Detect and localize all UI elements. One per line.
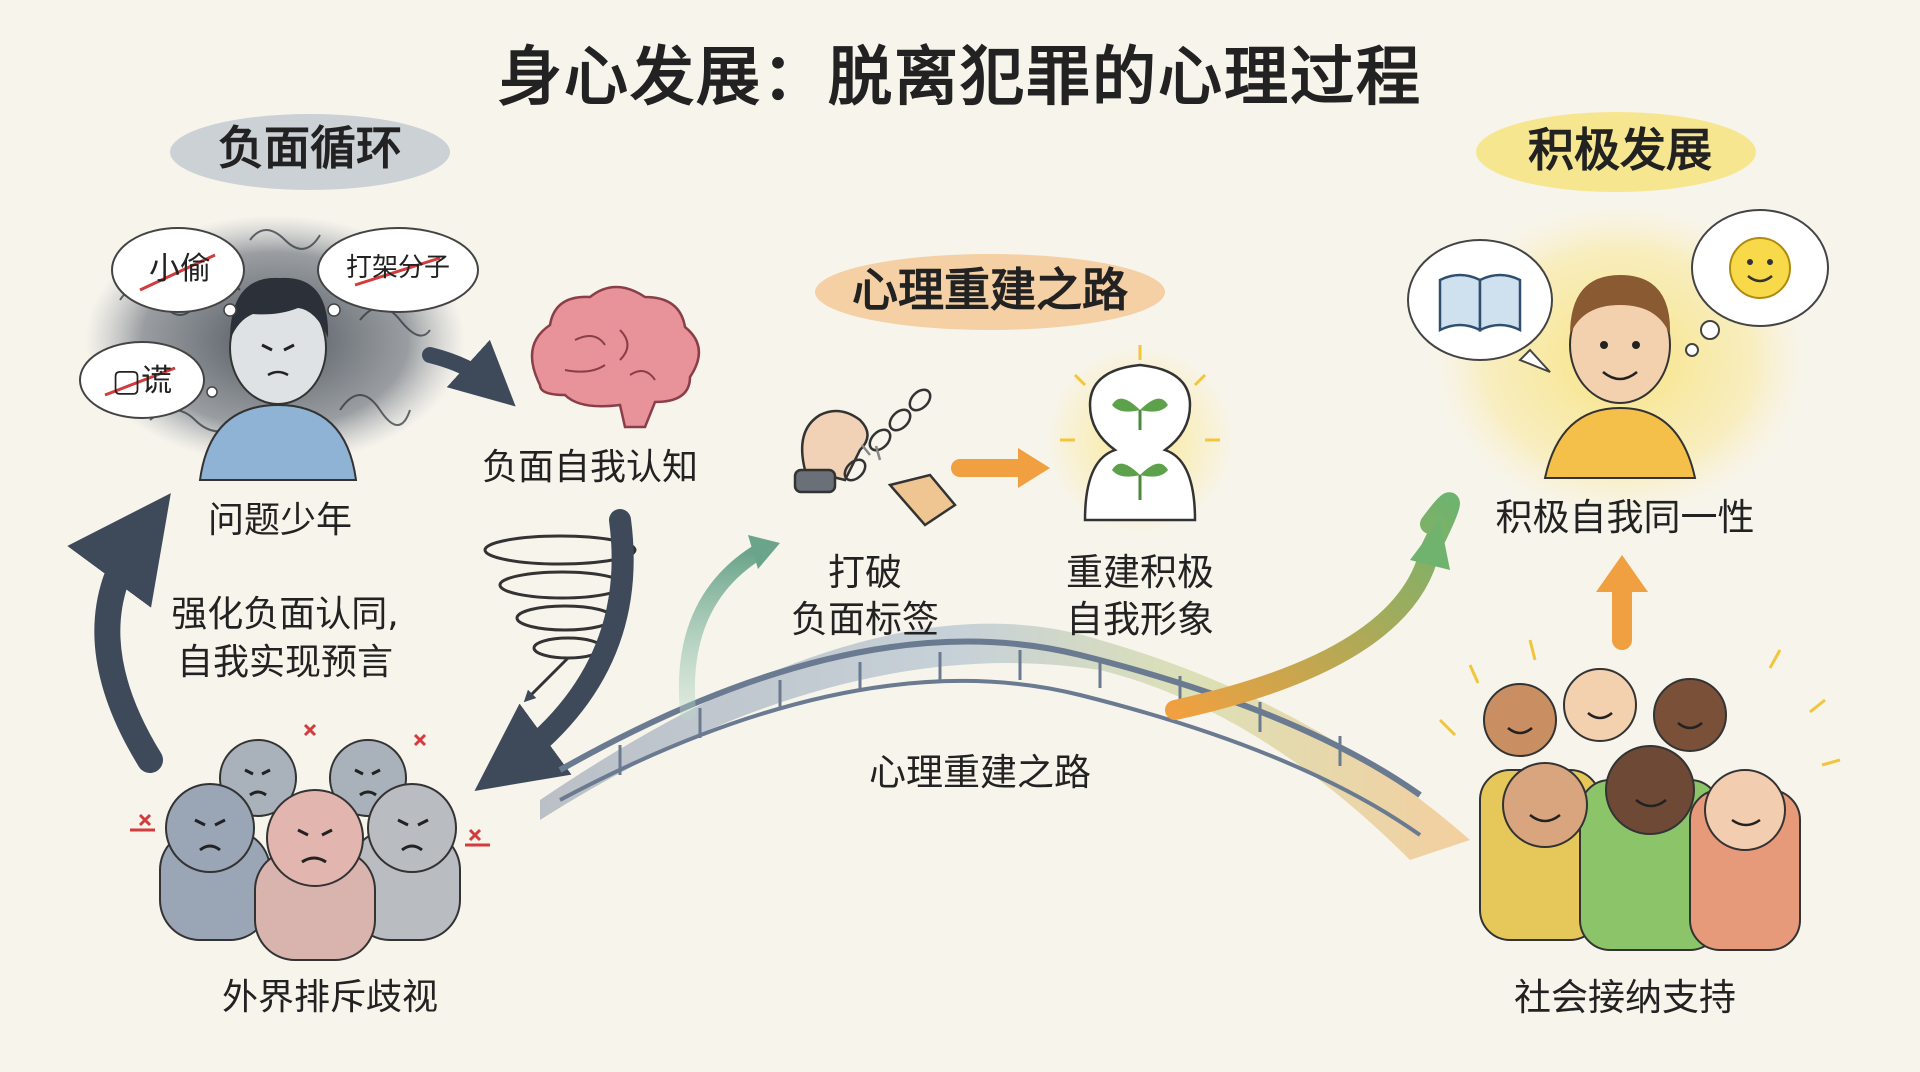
youth-hair [230, 277, 329, 340]
arrow-bridge-to-break [678, 544, 766, 720]
label-rebuild-line1: 重建积极 [1066, 551, 1214, 594]
smiley-bubble [1685, 209, 1829, 357]
book-icon [1438, 273, 1522, 333]
arrow-youth-to-brain [422, 339, 516, 407]
book-bubble [1407, 239, 1553, 373]
rebuild-title-wash [815, 254, 1165, 330]
label-bridge: 心理重建之路 [869, 751, 1091, 794]
label-bubbles [79, 227, 479, 419]
bridge-body [540, 623, 1470, 860]
label-negative-cognition: 负面自我认知 [481, 447, 698, 488]
label-break-line2: 负面标签 [791, 598, 939, 641]
sprout-icon [1045, 345, 1235, 535]
section-highlights [170, 112, 1756, 330]
label-positive-identity: 积极自我同一性 [1495, 496, 1755, 539]
label-thief: 小偷 [149, 251, 211, 287]
thief-strike [139, 253, 216, 292]
positive-title-wash [1476, 112, 1756, 192]
section-positive-development: 积极发展 [1528, 123, 1712, 177]
supportive-crowd [1438, 639, 1841, 951]
label-rebuild-line2: 自我形象 [1066, 598, 1214, 641]
bridge-rail-top [558, 638, 1422, 798]
arrow-rise-to-positive [1165, 492, 1460, 720]
bridge-rail-bottom [559, 678, 1422, 837]
smiley-icon [1729, 237, 1791, 299]
label-reinforce-line1: 强化负面认同, [171, 594, 399, 635]
section-negative-cycle: 负面循环 [218, 121, 402, 175]
label-fighter: 打架分子 [345, 253, 450, 283]
label-reinforce-line2: 自我实现预言 [176, 642, 393, 683]
broken-chain-icon [793, 388, 957, 527]
cheer-lines [1438, 639, 1841, 767]
angry-crowd [130, 723, 490, 961]
negative-title-wash [170, 114, 450, 190]
happy-shirt [1543, 406, 1697, 479]
bridge [540, 623, 1470, 860]
arrow-cognition-to-exclusion [474, 509, 634, 791]
thief-bubble [111, 227, 245, 313]
arrow-exclusion-to-youth [67, 493, 171, 773]
diagram-title: 身心发展：脱离犯罪的心理过程 [498, 41, 1422, 115]
liar-strike [104, 366, 176, 397]
section-rebuild-path: 心理重建之路 [852, 263, 1128, 317]
label-problem-youth: 问题少年 [207, 500, 352, 541]
fighter-strike [354, 256, 441, 287]
youth-shirt [198, 403, 358, 481]
label-exclusion: 外界排斥歧视 [221, 977, 438, 1018]
label-break-line1: 打破 [828, 551, 902, 594]
anger-marks [130, 723, 490, 847]
brain-icon [530, 285, 700, 429]
label-social-support: 社会接纳支持 [1514, 976, 1736, 1019]
label-liar: ▢谎 [111, 363, 173, 399]
